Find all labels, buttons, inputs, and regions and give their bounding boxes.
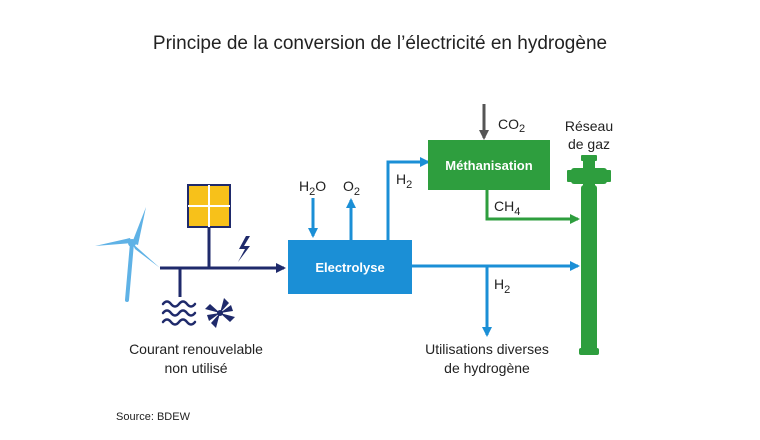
o2-label: O2 (343, 178, 360, 198)
turbine-icon (205, 298, 235, 328)
co2-label: CO2 (498, 116, 525, 135)
source-note: Source: BDEW (116, 411, 191, 423)
h2-top-label: H2 (396, 171, 412, 191)
lightning-icon (238, 236, 250, 262)
h2-right-label: H2 (494, 276, 510, 296)
utilisations-label-line1: Utilisations diverses (425, 341, 549, 357)
solar-panel-icon (187, 184, 231, 228)
utilisations-label-line2: de hydrogène (444, 360, 530, 376)
ch4-label: CH4 (494, 198, 520, 218)
wave-icon (161, 300, 197, 326)
h2o-label: H2O (299, 178, 326, 198)
methanisation-node: Méthanisation (428, 140, 550, 190)
reseau-label-line1: Réseau (565, 118, 613, 134)
wind-turbine-icon (95, 207, 160, 302)
reseau-label-line2: de gaz (568, 136, 610, 152)
electrolyse-node: Electrolyse (288, 240, 412, 294)
methanisation-label: Méthanisation (445, 158, 532, 173)
hydrogen-flow (308, 157, 580, 337)
gas-network-pipe (567, 155, 611, 355)
electrolyse-label: Electrolyse (315, 260, 384, 275)
page-title: Principe de la conversion de l’électrici… (153, 33, 607, 54)
ch4-flow (485, 190, 580, 224)
power-line (160, 227, 286, 297)
courant-label-line1: Courant renouvelable (129, 341, 263, 357)
courant-label-line2: non utilisé (164, 360, 227, 376)
